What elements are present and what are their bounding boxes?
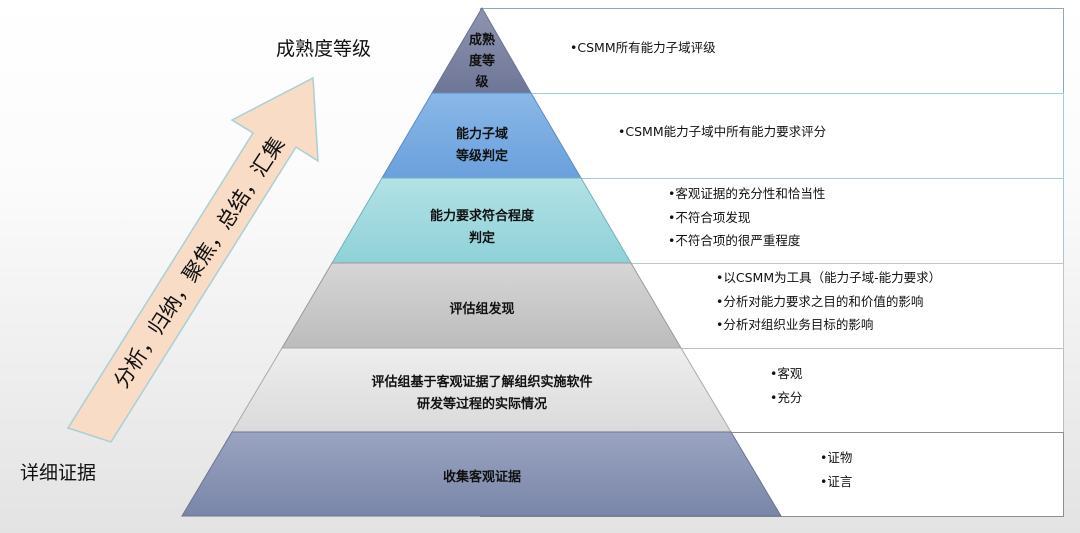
level-4-title: 评估组基于客观证据了解组织实施软件 研发等过程的实际情况 <box>371 375 593 412</box>
level-5-bullets: •证物 •证言 <box>820 446 852 493</box>
bullet-item: •不符合项的很严重程度 <box>668 233 801 248</box>
upward-arrow-icon <box>66 76 319 443</box>
bullet-item: •以CSMM为工具（能力子域-能力要求） <box>716 270 942 285</box>
bullet-item: •不符合项发现 <box>668 209 751 225</box>
level-0-title: 成熟 度等 级 <box>468 33 495 90</box>
level-3-title: 评估组发现 <box>449 302 515 317</box>
bullet-item: •分析对能力要求之目的和价值的影响 <box>716 293 924 309</box>
bottom-label-detailed-evidence: 详细证据 <box>20 462 97 484</box>
bullet-item: •证物 <box>820 450 853 465</box>
bullet-item: •客观 <box>770 366 803 381</box>
pyramid-level-5 <box>181 431 782 517</box>
bullet-item: •CSMM所有能力子域评级 <box>570 40 716 55</box>
bullet-item: •CSMM能力子域中所有能力要求评分 <box>618 124 827 139</box>
level-5-title: 收集客观证据 <box>442 470 521 485</box>
level-4-bullets: •客观 •充分 <box>770 362 802 409</box>
level-2-bullets: •客观证据的充分性和恰当性 •不符合项发现 •不符合项的很严重程度 <box>668 182 825 253</box>
description-box-subdomain-rating <box>480 93 1064 179</box>
bullet-item: •客观证据的充分性和恰当性 <box>668 186 826 201</box>
top-label-maturity-level: 成熟度等级 <box>276 38 372 60</box>
level-0-bullets: •CSMM所有能力子域评级 <box>570 36 716 60</box>
description-box-maturity-level <box>480 8 1064 94</box>
bullet-item: •分析对组织业务目标的影响 <box>716 317 874 332</box>
level-1-title: 能力子域 等级判定 <box>455 127 508 164</box>
bullet-item: •证言 <box>820 473 853 489</box>
level-2-title: 能力要求符合程度 判定 <box>429 209 534 246</box>
level-3-bullets: •以CSMM为工具（能力子域-能力要求） •分析对能力要求之目的和价值的影响 •… <box>716 266 941 337</box>
level-1-bullets: •CSMM能力子域中所有能力要求评分 <box>618 120 826 144</box>
bullet-item: •充分 <box>770 389 803 405</box>
